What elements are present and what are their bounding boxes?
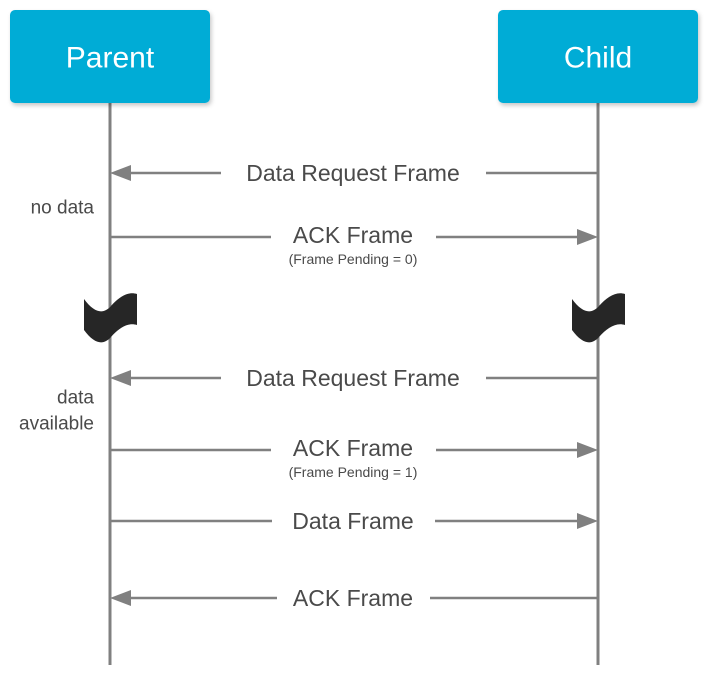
message-data-frame[interactable]: Data Frame [110,508,598,535]
note-data-available-line-2: available [19,414,94,435]
message-label: ACK Frame [293,435,413,461]
message-label: Data Request Frame [246,160,459,186]
note-no-data-line-1: no data [31,198,95,219]
message-label: ACK Frame [293,585,413,611]
message-data-request-frame-1[interactable]: Data Request Frame [110,160,598,187]
note-no-data: no data [31,198,95,219]
break-flag-icon [572,293,625,343]
participant-child[interactable]: Child [498,10,698,103]
note-data-available: data available [19,388,94,435]
participant-child-label: Child [564,42,632,75]
message-label-backdrop [277,585,430,612]
break-symbol-parent [84,293,137,343]
participant-child-box [498,10,698,103]
message-ack-frame-1[interactable]: ACK Frame (Frame Pending = 0) [110,222,598,267]
message-label-backdrop [271,435,436,461]
arrowhead-left-icon [110,165,131,181]
participant-parent-label: Parent [66,42,155,75]
arrowhead-left-icon [110,590,131,606]
break-symbol-child [572,293,625,343]
message-label-backdrop [221,365,486,392]
break-flag-icon [84,293,137,343]
message-sublabel: (Frame Pending = 0) [289,251,418,267]
arrowhead-right-icon [577,513,598,529]
arrowhead-right-icon [577,442,598,458]
arrowhead-right-icon [577,229,598,245]
message-label-backdrop [272,508,435,535]
message-label: Data Request Frame [246,365,459,391]
message-sublabel: (Frame Pending = 1) [289,464,418,480]
message-label-backdrop [221,160,486,187]
message-ack-frame-3[interactable]: ACK Frame [110,585,598,612]
participant-parent[interactable]: Parent [10,10,210,103]
message-ack-frame-2[interactable]: ACK Frame (Frame Pending = 1) [110,435,598,480]
message-label-backdrop [271,222,436,248]
message-label: Data Frame [292,508,413,534]
participant-parent-box [10,10,210,103]
arrowhead-left-icon [110,370,131,386]
message-label: ACK Frame [293,222,413,248]
note-data-available-line-1: data [57,388,94,409]
message-data-request-frame-2[interactable]: Data Request Frame [110,365,598,392]
